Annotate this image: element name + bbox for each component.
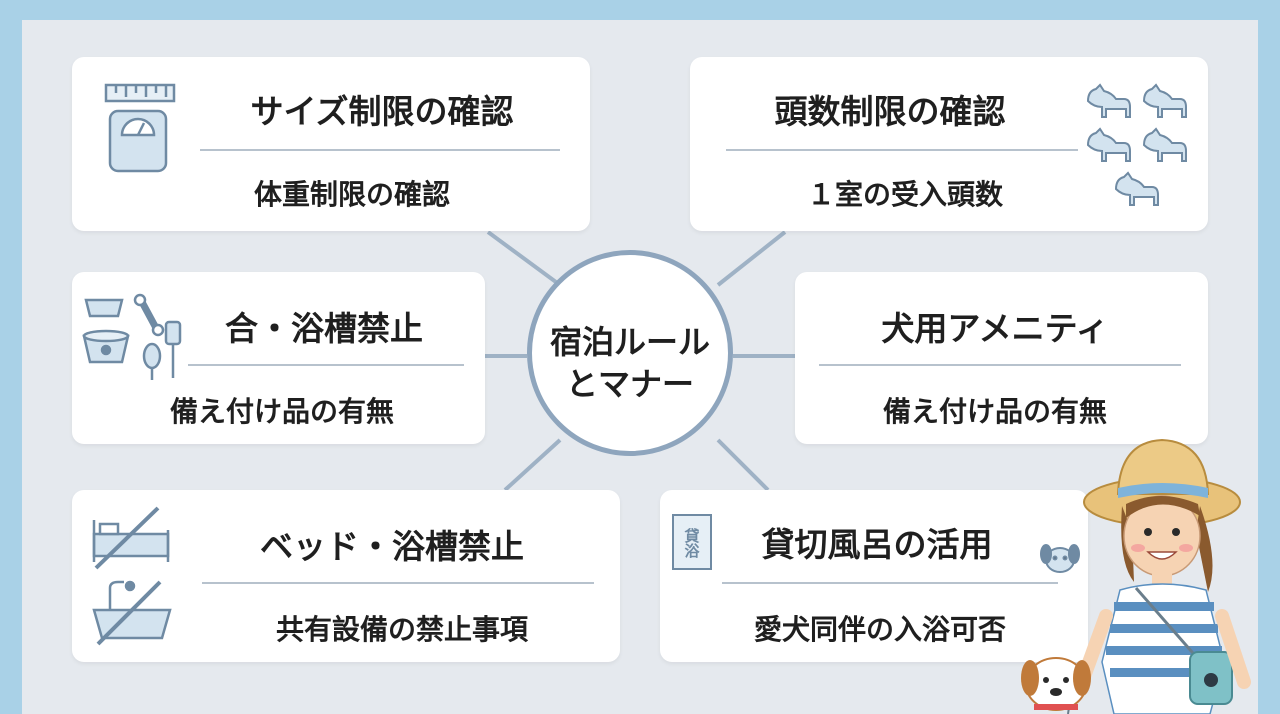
card-goods-subtitle: 備え付け品の有無 — [169, 395, 394, 428]
card-dog-amenity-subtitle: 備え付け品の有無 — [882, 395, 1107, 428]
hub-title-line2: とマナー — [565, 365, 694, 403]
card-private-bath-subtitle: 愛犬同伴の入浴可否 — [753, 613, 1006, 646]
hub-title-line1: 宿泊ルール — [549, 323, 710, 361]
card-headcount-limit-subtitle: １室の受入頭数 — [806, 178, 1003, 211]
dog-face-icon — [1040, 544, 1080, 573]
card-goods-title: 合・浴槽禁止 — [225, 309, 423, 348]
connector-top-right — [716, 230, 787, 287]
card-dog-amenity-divider — [819, 364, 1181, 366]
card-bed-bath-ban-subtitle: 共有設備の禁止事項 — [275, 613, 528, 646]
card-bed-bath-ban-title: ベッド・浴槽禁止 — [260, 527, 524, 566]
card-private-bath-divider — [722, 582, 1058, 584]
card-size-limit-subtitle: 体重制限の確認 — [253, 178, 450, 211]
card-size-limit-title: サイズ制限の確認 — [250, 92, 514, 131]
woman-with-dog-illustration — [1021, 438, 1251, 714]
dogs-group-icon — [1087, 84, 1187, 206]
card-bed-bath-ban-divider — [202, 582, 594, 584]
card-dog-amenity-title: 犬用アメニティ — [881, 309, 1109, 348]
scale-ruler-icon — [104, 83, 176, 173]
private-bath-sign-text: 貸浴 — [682, 528, 701, 558]
no-bed-no-bath-icon — [92, 506, 172, 646]
card-dog-amenity: 犬用アメニティ 備え付け品の有無 — [795, 272, 1208, 444]
card-bed-bath-ban: ベッド・浴槽禁止 共有設備の禁止事項 — [72, 490, 620, 662]
card-headcount-limit-title: 頭数制限の確認 — [774, 92, 1006, 131]
private-bath-sign-icon: 貸浴 — [672, 514, 712, 570]
card-headcount-limit-divider — [726, 149, 1078, 151]
card-size-limit-divider — [200, 149, 560, 151]
bowl-bone-brush-icon — [82, 293, 182, 380]
connector-bottom-right — [716, 438, 770, 492]
connector-top-left — [486, 230, 562, 287]
central-hub: 宿泊ルール とマナー — [527, 250, 733, 456]
card-private-bath: 貸浴 貸切風呂の活用 愛犬同伴の入浴可否 — [660, 490, 1088, 662]
card-headcount-limit: 頭数制限の確認 １室の受入頭数 — [690, 57, 1208, 231]
card-private-bath-title: 貸切風呂の活用 — [761, 525, 993, 564]
card-size-limit: サイズ制限の確認 体重制限の確認 — [72, 57, 590, 231]
card-goods-divider — [188, 364, 464, 366]
card-goods: 合・浴槽禁止 備え付け品の有無 — [72, 272, 485, 444]
connector-bottom-left — [503, 438, 562, 492]
